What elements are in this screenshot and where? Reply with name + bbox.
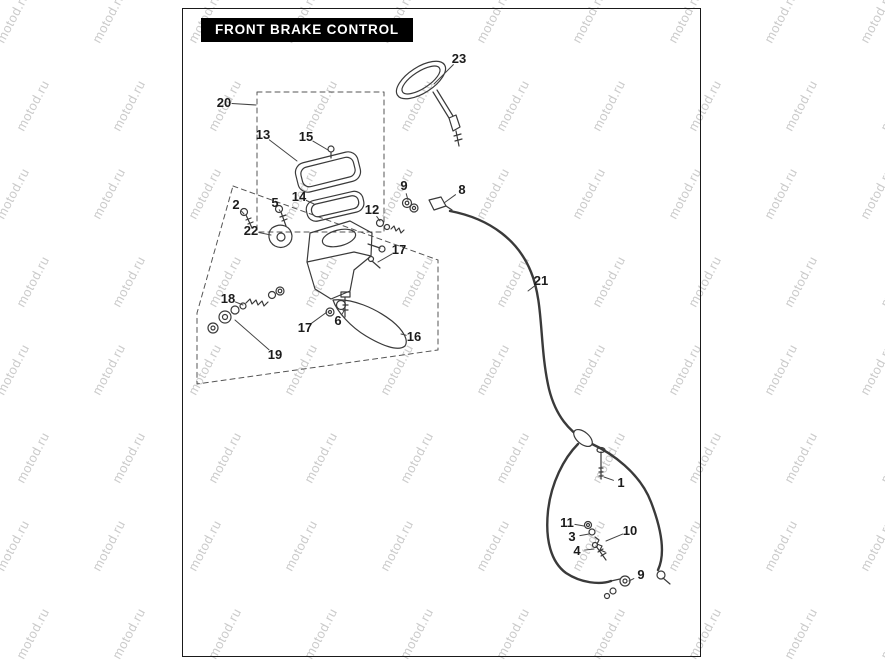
part-label-11: 11 [560,514,574,530]
part-label-8: 8 [458,181,466,197]
part-label-18: 18 [220,290,236,306]
watermark-text: motod.ru [89,517,129,574]
watermark-text: motod.ru [13,605,53,662]
watermark-text: motod.ru [0,341,33,398]
part-label-13: 13 [255,126,271,142]
part-label-16: 16 [406,328,422,344]
part-label-3: 3 [568,528,576,544]
part-label-5: 5 [271,194,279,210]
watermark-text: motod.ru [781,605,821,662]
watermark-text: motod.ru [877,77,885,134]
watermark-text: motod.ru [857,165,885,222]
diagram-frame: FRONT BRAKE CONTROL [182,8,701,657]
part-label-22: 22 [243,222,259,238]
watermark-text: motod.ru [761,517,801,574]
part-label-19: 19 [267,346,283,362]
watermark-text: motod.ru [781,429,821,486]
watermark-text: motod.ru [0,517,33,574]
watermark-text: motod.ru [761,341,801,398]
diagram-title-text: FRONT BRAKE CONTROL [215,22,399,37]
part-label-9: 9 [637,566,645,582]
part-label-23: 23 [451,50,467,66]
part-label-12: 12 [364,201,380,217]
part-label-10: 10 [622,522,638,538]
part-label-20: 20 [216,94,232,110]
watermark-text: motod.ru [857,517,885,574]
watermark-text: motod.ru [877,429,885,486]
part-label-15: 15 [298,128,314,144]
watermark-text: motod.ru [857,0,885,46]
watermark-text: motod.ru [13,429,53,486]
watermark-text: motod.ru [89,341,129,398]
watermark-text: motod.ru [13,77,53,134]
part-label-17: 17 [391,241,407,257]
watermark-text: motod.ru [0,0,33,46]
watermark-text: motod.ru [761,165,801,222]
watermark-text: motod.ru [13,253,53,310]
part-label-21: 21 [533,272,549,288]
part-label-9: 9 [400,177,408,193]
watermark-text: motod.ru [89,165,129,222]
part-label-4: 4 [573,542,581,558]
watermark-text: motod.ru [109,605,149,662]
part-label-2: 2 [232,196,240,212]
part-label-17: 17 [297,319,313,335]
watermark-text: motod.ru [0,165,33,222]
watermark-text: motod.ru [89,0,129,46]
watermark-text: motod.ru [109,77,149,134]
watermark-text: motod.ru [109,253,149,310]
watermark-text: motod.ru [857,341,885,398]
watermark-text: motod.ru [877,605,885,662]
watermark-text: motod.ru [877,253,885,310]
diagram-title-box: FRONT BRAKE CONTROL [201,18,413,42]
part-label-1: 1 [617,474,625,490]
watermark-text: motod.ru [781,77,821,134]
watermark-text: motod.ru [761,0,801,46]
watermark-text: motod.ru [781,253,821,310]
part-label-14: 14 [291,188,307,204]
watermark-text: motod.ru [109,429,149,486]
part-label-6: 6 [334,312,342,328]
